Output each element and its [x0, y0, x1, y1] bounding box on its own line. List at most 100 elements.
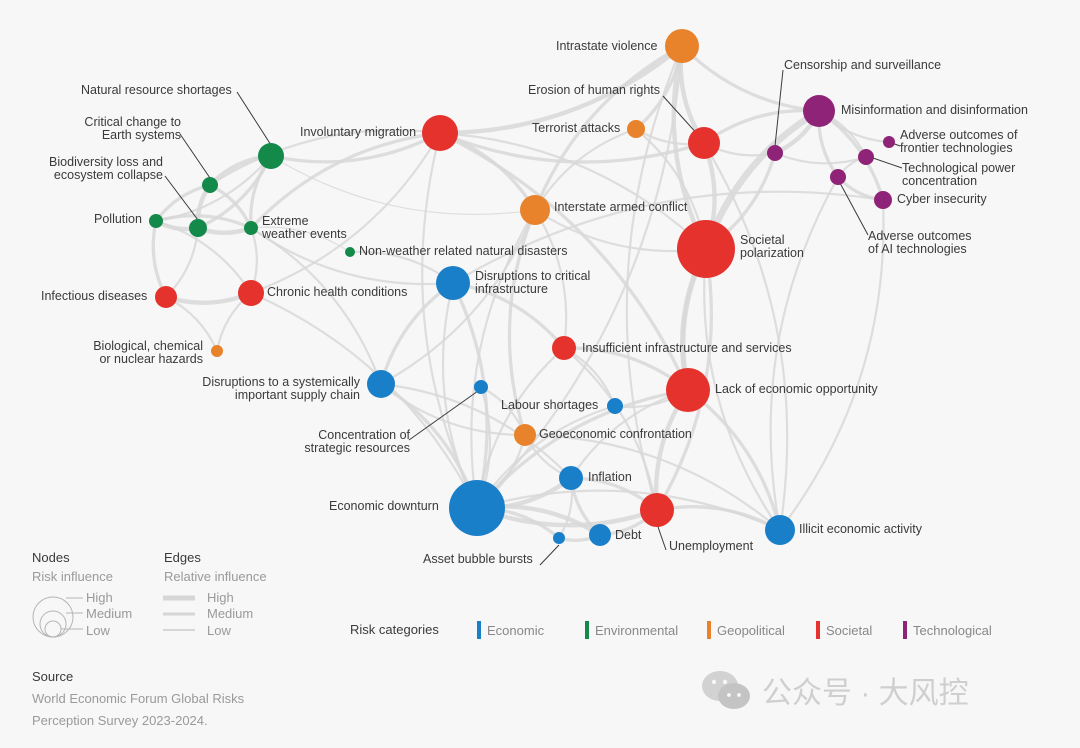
legend-node-circles	[32, 596, 83, 638]
legend-cat-environmental-label: Environmental	[595, 622, 679, 638]
edge-lack_econ-involuntary_migration	[439, 131, 690, 391]
node-debt	[589, 524, 611, 546]
label-geoeconomic: Geoeconomic confrontation	[539, 427, 692, 441]
label-adverse-ai: Adverse outcomes of AI technologies	[868, 229, 972, 256]
label-asset-bubble: Asset bubble bursts	[423, 552, 533, 566]
node-supply-chain	[367, 370, 395, 398]
edge-illicit-societal_polarization	[703, 248, 781, 531]
watermark: 公众号 · 大风控	[700, 668, 969, 712]
source-title: Source	[32, 669, 74, 684]
edge-unemployment-insufficient_infra	[563, 347, 659, 511]
edge-pollution-chronic_health	[155, 219, 252, 294]
legend-edge-high: High	[207, 590, 234, 605]
label-misinformation: Misinformation and disinformation	[841, 103, 1028, 117]
node-geoeconomic	[514, 424, 536, 446]
edge-cyber-illicit	[779, 199, 885, 531]
leader-line-2	[164, 175, 199, 221]
node-illicit	[765, 515, 795, 545]
nodes-layer	[149, 29, 895, 546]
node-natural-resource	[258, 143, 284, 169]
legend-swatch-economic	[477, 621, 481, 639]
label-pollution: Pollution	[94, 212, 142, 226]
legend-node-high: High	[86, 590, 113, 605]
legend-cat-technological-label: Technological	[913, 622, 992, 638]
legend-node-medium: Medium	[86, 606, 133, 621]
edge-non_weather-extreme_weather	[250, 226, 351, 253]
label-illicit: Illicit economic activity	[799, 522, 922, 536]
legend-swatch-technological	[903, 621, 907, 639]
label-extreme-weather: Extreme weather events	[262, 214, 347, 241]
label-involuntary-migration: Involuntary migration	[300, 125, 417, 139]
edge-interstate_conflict-terrorist	[534, 127, 637, 211]
label-societal-polarization: Societal polarization	[740, 233, 804, 260]
label-inflation: Inflation	[588, 470, 632, 484]
legend-edge-low: Low	[207, 623, 231, 638]
legend-cat-geopolitical: Geopolitical	[707, 620, 785, 640]
watermark-text: 公众号 · 大风控	[762, 677, 969, 710]
edge-illicit-erosion_rights	[703, 142, 789, 531]
label-censorship: Censorship and surveillance	[784, 58, 942, 72]
node-chronic-health	[238, 280, 264, 306]
node-intrastate-violence	[665, 29, 699, 63]
label-natural-resource: Natural resource shortages	[81, 83, 232, 97]
label-infectious: Infectious diseases	[41, 289, 148, 303]
edge-interstate_conflict-supply_chain	[380, 209, 537, 385]
source-line-2: Perception Survey 2023-2024.	[32, 713, 208, 728]
label-chronic-health: Chronic health conditions	[267, 285, 408, 299]
edge-intrastate_violence-unemployment	[625, 45, 684, 511]
edge-pollution-infectious	[151, 220, 168, 298]
leader-line-4	[774, 69, 784, 147]
node-cyber	[874, 191, 892, 209]
legend-swatch-environmental	[585, 621, 589, 639]
edge-adverse_ai-illicit	[769, 176, 839, 531]
label-lack-econ: Lack of economic opportunity	[715, 382, 878, 396]
label-bio-hazards: Biological, chemical or nuclear hazards	[93, 339, 203, 366]
label-biodiversity: Biodiversity loss and ecosystem collapse	[49, 155, 163, 182]
edge-misinformation-erosion_rights	[703, 108, 820, 145]
label-disruptions-infra: Disruptions to critical infrastructure	[475, 269, 591, 296]
edge-involuntary_migration-erosion_rights	[439, 131, 705, 164]
leader-lines-layer	[164, 69, 903, 566]
source-line-1: World Economic Forum Global Risks	[32, 691, 245, 706]
edge-natural_resource-interstate_conflict	[270, 155, 536, 215]
leader-line-10	[656, 523, 667, 551]
legend-nodes-sub: Risk influence	[32, 569, 113, 584]
leader-line-3	[662, 95, 701, 138]
node-insufficient-infra	[552, 336, 576, 360]
edge-extreme_weather-pollution	[155, 213, 252, 230]
label-interstate-conflict: Interstate armed conflict	[554, 200, 688, 214]
leader-line-7	[872, 157, 903, 169]
label-critical-change: Critical change to Earth systems	[84, 115, 181, 142]
node-non-weather	[345, 247, 355, 257]
wechat-icon	[702, 671, 750, 709]
node-tech-power	[858, 149, 874, 165]
node-labour	[607, 398, 623, 414]
node-adverse-frontier	[883, 136, 895, 148]
legend-categories-title: Risk categories	[350, 622, 439, 637]
label-cyber: Cyber insecurity	[897, 192, 987, 206]
legend-cat-economic: Economic	[477, 620, 544, 640]
label-supply-chain: Disruptions to a systemically important …	[202, 375, 360, 402]
node-extreme-weather	[244, 221, 258, 235]
legend-cat-societal: Societal	[816, 620, 872, 640]
leader-line-9	[539, 544, 560, 566]
edge-societal_polarization-involuntary_migration	[439, 131, 707, 250]
legend-cat-geopolitical-label: Geopolitical	[717, 622, 785, 638]
node-interstate-conflict	[520, 195, 550, 225]
node-concentration	[474, 380, 488, 394]
node-erosion-rights	[688, 127, 720, 159]
legend-node-low: Low	[86, 623, 110, 638]
node-bio-hazards	[211, 345, 223, 357]
label-debt: Debt	[615, 528, 642, 542]
label-concentration: Concentration of strategic resources	[304, 428, 410, 455]
node-societal-polarization	[677, 220, 735, 278]
label-econ-downturn: Economic downturn	[329, 499, 439, 513]
edge-involuntary_migration-natural_resource	[270, 131, 441, 164]
legend-swatch-societal	[816, 621, 820, 639]
edge-supply_chain-inflation	[380, 382, 572, 479]
edge-involuntary_migration-chronic_health	[250, 132, 441, 295]
edge-tech_power-censorship	[774, 151, 867, 165]
legend-edge-lines	[163, 595, 195, 631]
leader-line-5	[839, 182, 869, 236]
node-involuntary-migration	[422, 115, 458, 151]
